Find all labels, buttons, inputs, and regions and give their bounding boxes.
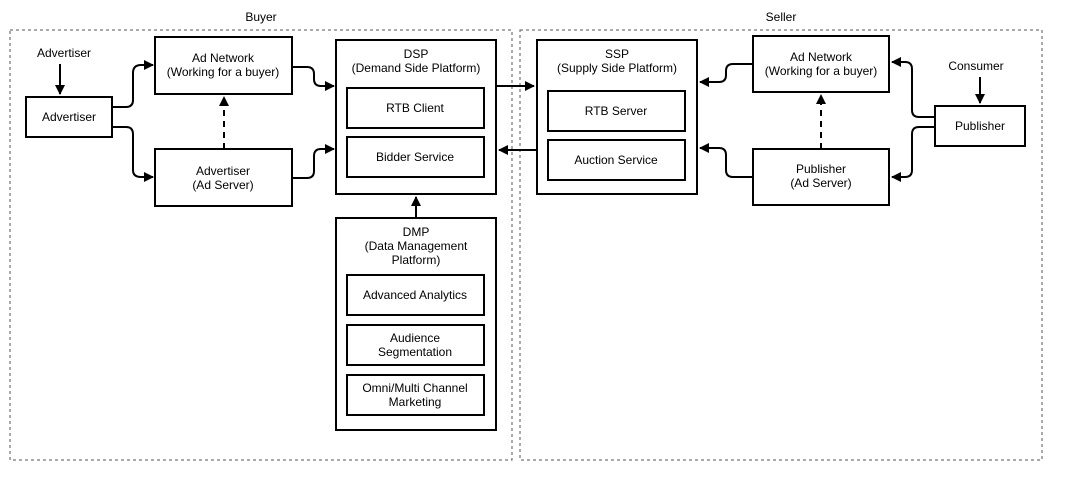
- bidder-service-label: Bidder Service: [376, 150, 454, 164]
- advanced-analytics-label: Advanced Analytics: [363, 288, 467, 302]
- omni-channel-node[interactable]: Omni/Multi Channel Marketing: [346, 374, 485, 416]
- ad-server-to-dsp-arrow: [292, 144, 335, 179]
- advertiser-ad-server-title: Advertiser: [196, 164, 250, 178]
- rtb-client-label: RTB Client: [386, 101, 444, 115]
- publisher-to-seller-ad-network-arrow: [891, 57, 935, 118]
- ssp-subtitle: (Supply Side Platform): [557, 61, 677, 75]
- buyer-ad-network-title: Ad Network: [192, 51, 255, 65]
- advertiser-to-ad-server-arrow: [112, 126, 154, 182]
- dmp-title: DMP: [403, 225, 430, 239]
- advanced-analytics-node[interactable]: Advanced Analytics: [346, 274, 485, 316]
- advertiser-node-label: Advertiser: [42, 110, 96, 124]
- omni-channel-line1: Omni/Multi Channel: [362, 381, 467, 395]
- rtb-server-label: RTB Server: [585, 104, 647, 118]
- seller-zone-label: Seller: [766, 10, 797, 24]
- buyer-zone-label: Buyer: [245, 10, 276, 24]
- publisher-node-label: Publisher: [955, 119, 1005, 133]
- buyer-ad-network-node[interactable]: Ad Network (Working for a buyer): [154, 36, 293, 95]
- audience-segmentation-line1: Audience: [390, 331, 440, 345]
- publisher-node[interactable]: Publisher: [934, 105, 1026, 147]
- publisher-ad-server-title: Publisher: [796, 162, 846, 176]
- dsp-title: DSP: [404, 47, 429, 61]
- ssp-node[interactable]: SSP (Supply Side Platform) RTB Server Au…: [536, 39, 698, 195]
- dmp-node[interactable]: DMP (Data Management Platform) Advanced …: [335, 217, 497, 431]
- dmp-subtitle-1: (Data Management: [365, 239, 468, 253]
- advertiser-ad-server-subtitle: (Ad Server): [192, 178, 253, 192]
- audience-segmentation-line2: Segmentation: [378, 345, 452, 359]
- buyer-zone: [9, 29, 513, 461]
- seller-zone: [519, 29, 1043, 461]
- dsp-subtitle: (Demand Side Platform): [352, 61, 481, 75]
- buyer-ad-network-subtitle: (Working for a buyer): [167, 65, 279, 79]
- rtb-client-node[interactable]: RTB Client: [346, 87, 485, 129]
- publisher-ad-server-to-ssp-arrow: [699, 143, 753, 178]
- advertiser-node[interactable]: Advertiser: [25, 96, 113, 138]
- advertiser-ad-server-node[interactable]: Advertiser (Ad Server): [154, 148, 293, 207]
- publisher-ad-server-subtitle: (Ad Server): [790, 176, 851, 190]
- bidder-service-node[interactable]: Bidder Service: [346, 136, 485, 178]
- consumer-actor-label: Consumer: [948, 59, 1003, 73]
- ssp-title: SSP: [605, 47, 629, 61]
- dsp-node[interactable]: DSP (Demand Side Platform) RTB Client Bi…: [335, 39, 497, 195]
- auction-service-label: Auction Service: [574, 153, 658, 167]
- dmp-subtitle-2: Platform): [392, 253, 441, 267]
- publisher-to-publisher-ad-server-arrow: [891, 126, 935, 182]
- advertiser-to-ad-network-arrow: [112, 60, 154, 108]
- ad-network-to-dsp-arrow: [292, 66, 335, 91]
- seller-ad-network-subtitle: (Working for a buyer): [765, 64, 877, 78]
- omni-channel-line2: Marketing: [389, 395, 442, 409]
- seller-ad-network-title: Ad Network: [790, 50, 853, 64]
- seller-ad-network-node[interactable]: Ad Network (Working for a buyer): [752, 35, 890, 93]
- seller-ad-network-to-ssp-arrow: [699, 63, 753, 87]
- auction-service-node[interactable]: Auction Service: [547, 139, 686, 181]
- rtb-server-node[interactable]: RTB Server: [547, 90, 686, 132]
- audience-segmentation-node[interactable]: Audience Segmentation: [346, 324, 485, 366]
- advertiser-actor-label: Advertiser: [37, 46, 91, 60]
- publisher-ad-server-node[interactable]: Publisher (Ad Server): [752, 148, 890, 206]
